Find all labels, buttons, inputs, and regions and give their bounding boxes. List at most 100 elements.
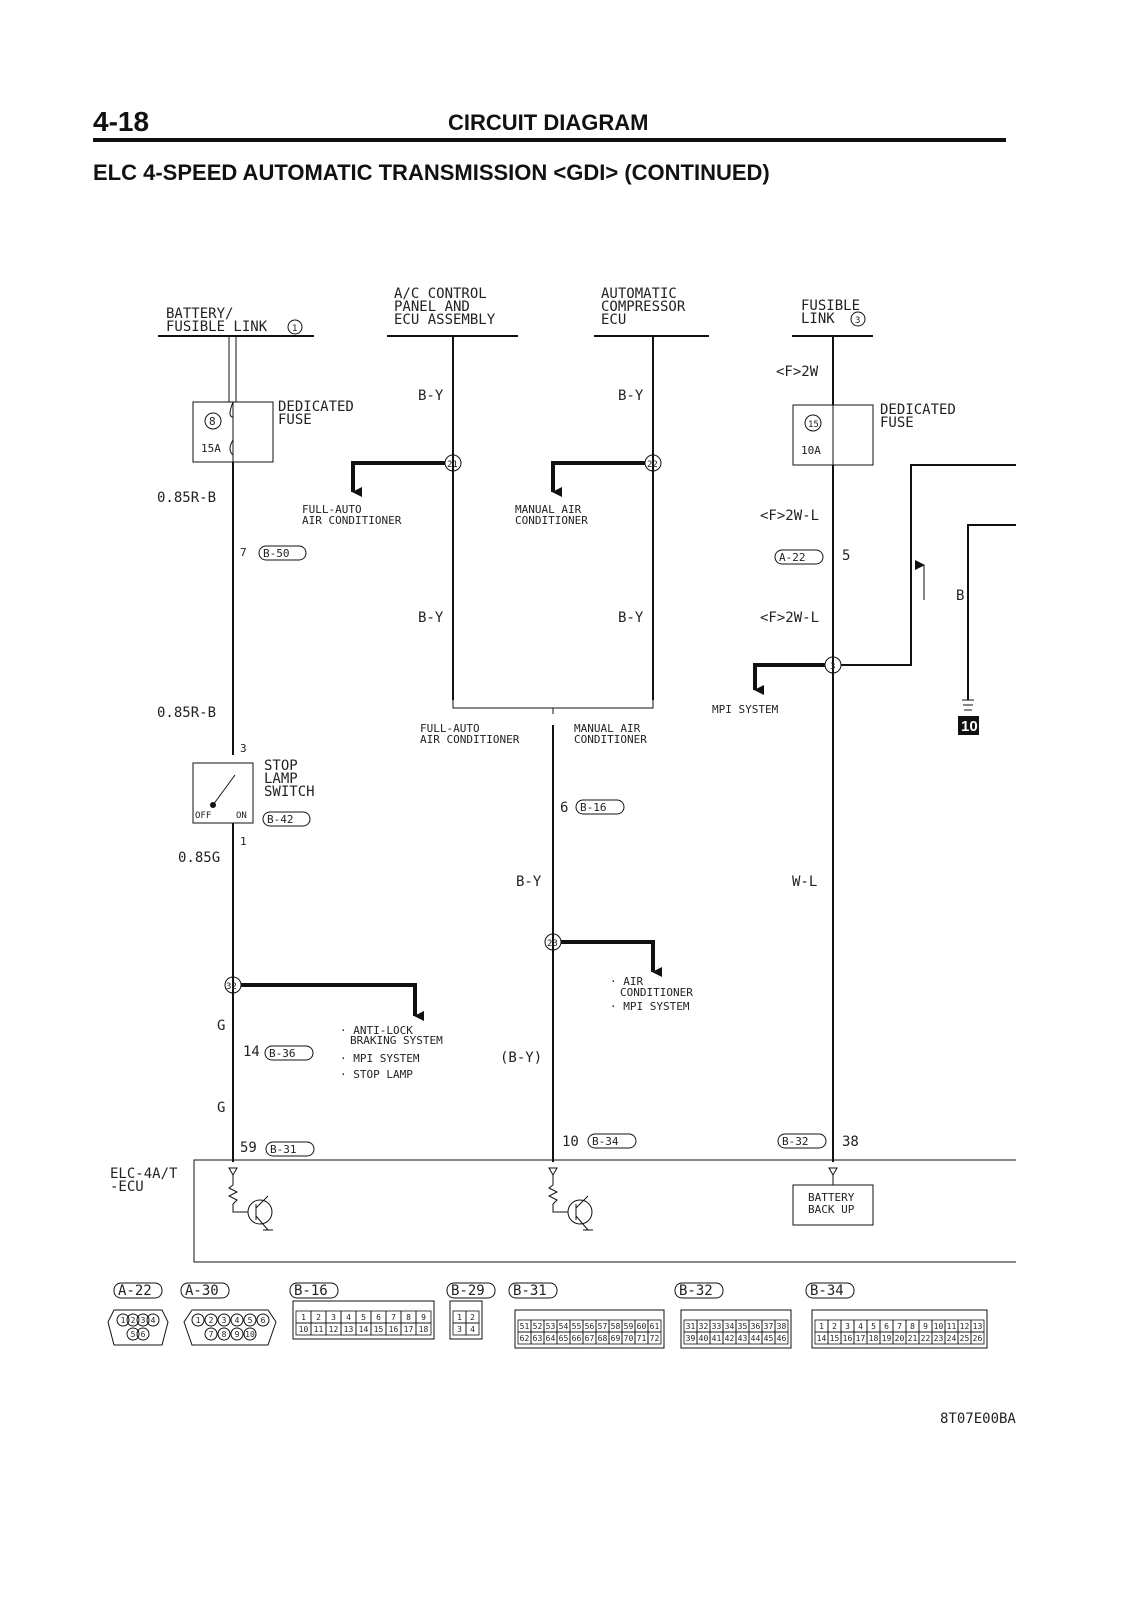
ac-control-panel-source: A/C CONTROL PANEL AND ECU ASSEMBLY xyxy=(387,286,518,337)
ac-label-3: ECU ASSEMBLY xyxy=(394,312,496,328)
connector-cell-label: 38 xyxy=(777,1322,787,1331)
stop-label-3: SWITCH xyxy=(264,784,315,800)
fuse-right-number: 15 xyxy=(808,420,819,430)
connector-cell-label: 21 xyxy=(908,1334,918,1343)
wire-f2wl1: <F>2W-L xyxy=(760,508,819,524)
connector-cell xyxy=(647,1331,662,1345)
connector-cell-label: 55 xyxy=(572,1322,582,1331)
wire-label-r1: 0.85R-B xyxy=(157,490,216,506)
connector-pin-label: 3 xyxy=(222,1316,227,1325)
connector-pin xyxy=(230,1313,244,1327)
connector-cell-label: 52 xyxy=(533,1322,543,1331)
fusible-label-1: FUSIBLE xyxy=(801,298,860,314)
ground-symbol xyxy=(962,699,974,711)
connector-pin xyxy=(191,1313,205,1327)
connector-cell-label: 26 xyxy=(973,1334,983,1343)
connector-cell-label: 18 xyxy=(419,1325,429,1334)
battery-fusible-link-source: BATTERY/ FUSIBLE LINK 1 xyxy=(158,306,314,337)
pin-b31: 59 xyxy=(240,1140,257,1156)
connector-cell-label: 44 xyxy=(751,1334,761,1343)
connector-cell xyxy=(970,1331,985,1345)
connector-housing xyxy=(449,1300,483,1340)
connector-cell-label: 22 xyxy=(921,1334,931,1343)
figure-code: 8T07E00BA xyxy=(940,1411,1016,1427)
connector-cell-label: 62 xyxy=(520,1334,530,1343)
pin-b50: 7 xyxy=(240,546,247,559)
connector-cell-label: 11 xyxy=(314,1325,324,1334)
connector-cell-label: 41 xyxy=(712,1334,722,1343)
cv-a22-label: A-22 xyxy=(118,1283,152,1299)
pin-b16: 6 xyxy=(560,800,568,816)
connector-pin-label: 5 xyxy=(248,1316,253,1325)
connector-pin-label: 6 xyxy=(261,1316,266,1325)
battery-fusible-number: 1 xyxy=(292,324,297,334)
page-title: CIRCUIT DIAGRAM xyxy=(448,110,649,135)
connector-cell-label: 13 xyxy=(344,1325,354,1334)
manual-4: CONDITIONER xyxy=(574,733,647,746)
connector-cell-label: 12 xyxy=(960,1322,970,1331)
connector-housing xyxy=(514,1309,665,1349)
full-auto-3: FULL-AUTO xyxy=(420,722,480,735)
connector-cell-label: 58 xyxy=(611,1322,621,1331)
ground-reference: 10 xyxy=(961,718,978,735)
connector-cell-label: 17 xyxy=(856,1334,866,1343)
conn-b36: B-36 xyxy=(269,1047,296,1060)
manual-3: MANUAL AIR xyxy=(574,722,641,735)
connector-cell-label: 34 xyxy=(725,1322,735,1331)
wire-by-paren: (B-Y) xyxy=(500,1050,542,1066)
connector-cell-label: 4 xyxy=(346,1313,351,1322)
connector-cell-label: 16 xyxy=(843,1334,853,1343)
connector-cell-label: 7 xyxy=(897,1322,902,1331)
connector-cell xyxy=(415,1322,432,1336)
splice-22: 22 xyxy=(647,460,658,470)
backup-2: BACK UP xyxy=(808,1203,855,1216)
full-auto-2: AIR CONDITIONER xyxy=(302,514,402,527)
connector-cell-label: 60 xyxy=(637,1322,647,1331)
connector-cell-label: 43 xyxy=(738,1334,748,1343)
connector-cell-label: 4 xyxy=(858,1322,863,1331)
connector-pin-label: 4 xyxy=(235,1316,240,1325)
connector-pin xyxy=(136,1327,150,1341)
connector-cell-label: 4 xyxy=(470,1325,475,1334)
connector-cell-label: 56 xyxy=(585,1322,595,1331)
connector-cell-label: 53 xyxy=(546,1322,556,1331)
connector-cell-label: 10 xyxy=(934,1322,944,1331)
splice-3: 3 xyxy=(830,662,835,672)
stop-lamp-switch-box xyxy=(192,762,254,824)
wire-wl: W-L xyxy=(792,874,817,890)
wire-by3: B-Y xyxy=(418,610,444,626)
ecu-label-1: ELC-4A/T xyxy=(110,1166,178,1182)
connector-cell-label: 5 xyxy=(361,1313,366,1322)
comp-label-2: COMPRESSOR xyxy=(601,299,686,315)
full-auto-1: FULL-AUTO xyxy=(302,503,362,516)
connector-cell-label: 20 xyxy=(895,1334,905,1343)
connector-housing xyxy=(680,1309,792,1349)
connector-pin xyxy=(230,1327,244,1341)
connector-cell-label: 32 xyxy=(699,1322,709,1331)
comp-label-1: AUTOMATIC xyxy=(601,286,677,302)
connector-cell-label: 23 xyxy=(934,1334,944,1343)
connector-cell-label: 5 xyxy=(871,1322,876,1331)
abs-4: · STOP LAMP xyxy=(340,1068,413,1081)
mpi-system: MPI SYSTEM xyxy=(712,703,779,716)
dedicated-fuse-right-2: FUSE xyxy=(880,415,914,431)
conn-b42: B-42 xyxy=(267,813,294,826)
fuse-left-number: 8 xyxy=(209,415,216,428)
ac-wires: B-Y B-Y 21 22 FULL-AUTO AIR CONDITIONER … xyxy=(302,336,693,1162)
pin-b34: 10 xyxy=(562,1134,579,1150)
pin-b32: 38 xyxy=(842,1134,859,1150)
connector-cell-label: 72 xyxy=(650,1334,660,1343)
connector-cell-label: 17 xyxy=(404,1325,414,1334)
connector-cell-label: 6 xyxy=(884,1322,889,1331)
cv-b29-label: B-29 xyxy=(451,1283,485,1299)
connector-pin xyxy=(126,1327,140,1341)
wire-label-g2: G xyxy=(217,1100,225,1116)
connector-housing xyxy=(292,1300,435,1340)
connector-pin-label: 6 xyxy=(141,1330,146,1339)
header-rule xyxy=(93,138,1006,142)
fusible-link-3-source: FUSIBLE LINK 3 xyxy=(792,298,873,337)
connector-pin-label: 4 xyxy=(151,1316,156,1325)
connector-cell-label: 57 xyxy=(598,1322,608,1331)
